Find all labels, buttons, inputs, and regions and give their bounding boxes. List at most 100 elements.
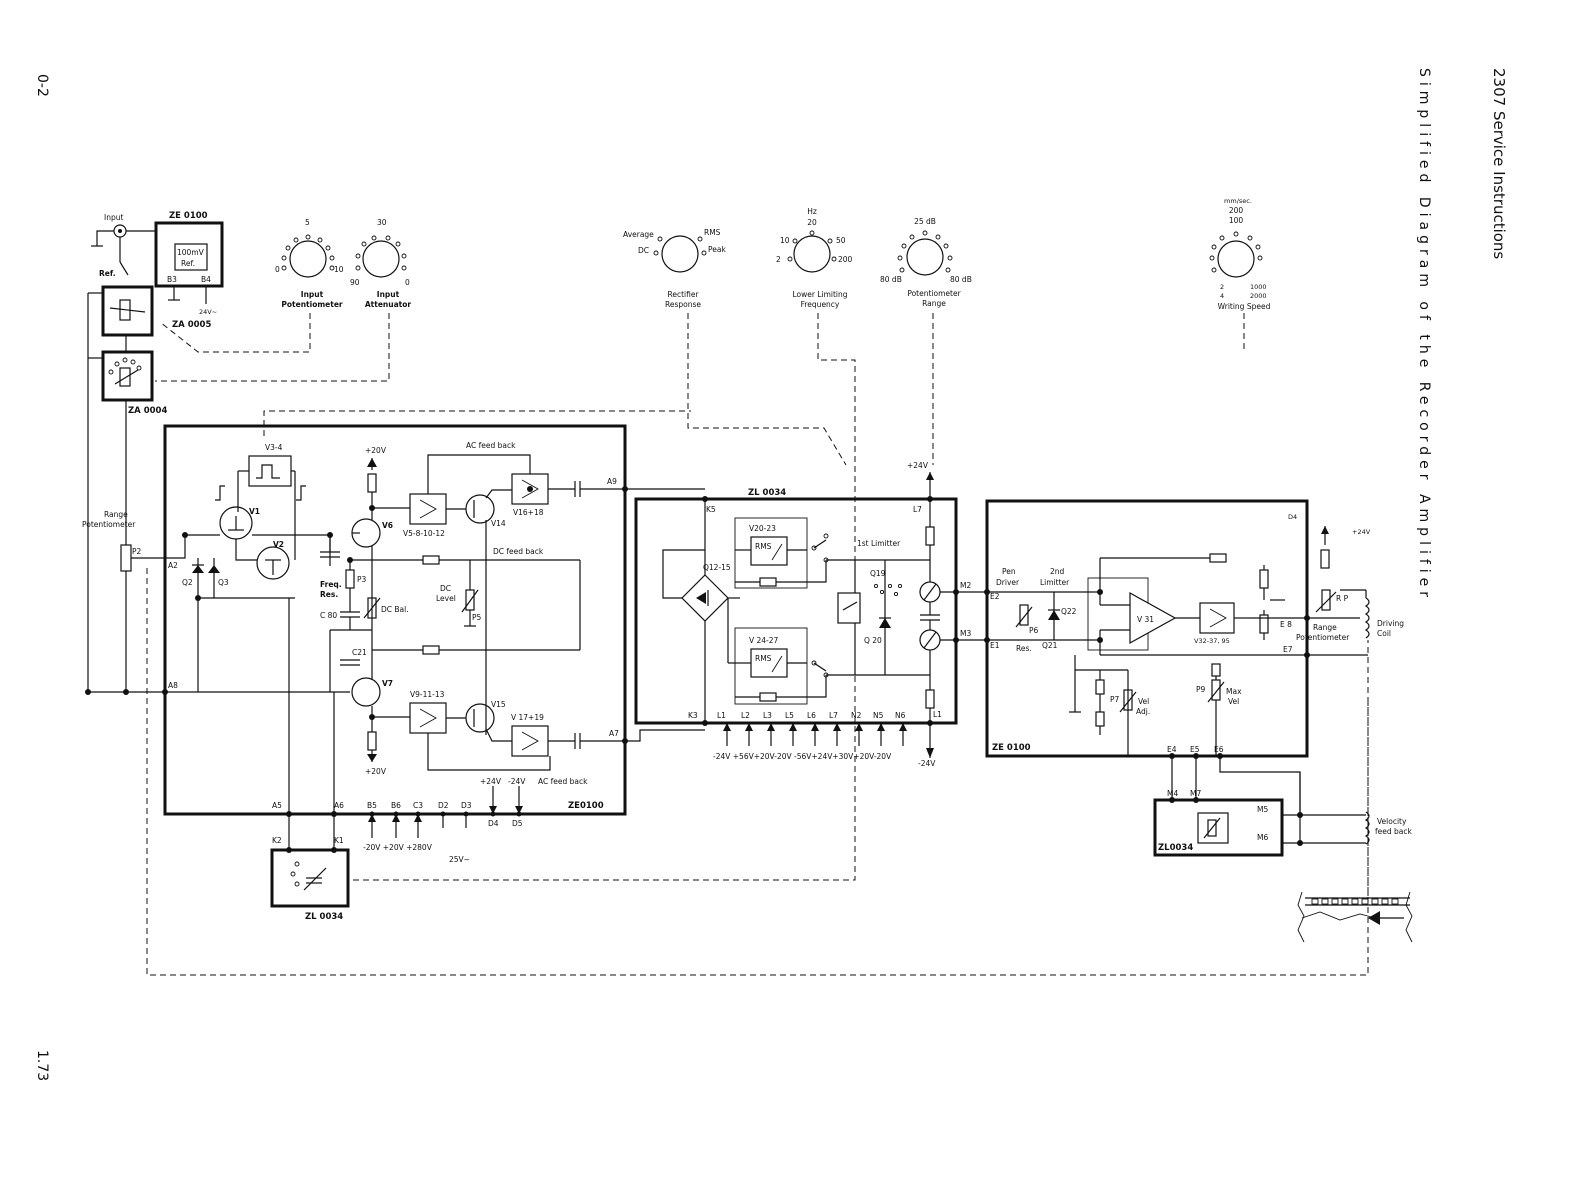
rp-label: R P: [1336, 594, 1349, 603]
q12-label: Q12-15: [703, 563, 731, 572]
freq-2: 2: [776, 255, 781, 264]
za0005-label: ZA 0005: [172, 320, 211, 330]
dc-level-label-2: Level: [436, 594, 456, 603]
zl0034-right-label: ZL0034: [1158, 843, 1193, 853]
speed-1000: 1000: [1250, 283, 1267, 291]
m4-label: M4: [1167, 789, 1178, 798]
v31-label: V 31: [1137, 615, 1154, 624]
ac25-label: 25V~: [449, 855, 470, 864]
freq-label-1: Lower Limiting: [792, 290, 847, 299]
za0004-label: ZA 0004: [128, 406, 167, 416]
p20v-top-label: +20V: [365, 446, 387, 455]
lower-limiting-frequency-dial[interactable]: Hz 20 10 50 2 200 Lower Limiting Frequen…: [776, 207, 853, 309]
p2-label: P2: [132, 547, 142, 556]
dc-feedback-label: DC feed back: [493, 547, 544, 556]
dc-level-label-1: DC: [440, 584, 451, 593]
zl-supply-voltages: -24V +56V+20V-20V -56V+24V+30V+20V-20V: [713, 752, 892, 761]
zl-pin-l5: L5: [785, 711, 794, 720]
v2-label: V2: [273, 540, 284, 549]
p7-label: P7: [1110, 695, 1120, 704]
v7-label: V7: [382, 679, 393, 688]
p6-resistance-potentiometer[interactable]: [1019, 604, 1029, 626]
mechanical-links: [146, 313, 1369, 976]
e6-label: E6: [1214, 745, 1224, 754]
e4-label: E4: [1167, 745, 1177, 754]
zl-pin-n2: N2: [851, 711, 862, 720]
pot-range-top: 25 dB: [914, 217, 936, 226]
input-pot-top: 5: [305, 218, 310, 227]
pot-range-label-2: Range: [922, 299, 946, 308]
freq-20: 20: [807, 218, 817, 227]
v20-label: V20-23: [749, 524, 776, 533]
l7-label: L7: [913, 505, 922, 514]
input-pot-right: 10: [334, 265, 344, 274]
zl0034-velocity-board: M4 M7 M5 M6 ZL0034 Velocity feed back: [1153, 772, 1412, 857]
k2-label: K2: [272, 836, 282, 845]
d4-ze-label: D4: [488, 819, 499, 828]
v2-fet: [256, 546, 290, 580]
ref-label: Ref.: [99, 269, 116, 278]
c21-label: C21: [352, 648, 367, 657]
speed-200: 200: [1229, 206, 1244, 215]
dc-bal-label: DC Bal.: [381, 605, 409, 614]
potentiometer-range-dial[interactable]: 25 dB 80 dB 80 dB Potentiometer Range: [880, 217, 972, 308]
p5-label: P5: [472, 613, 482, 622]
second-limiter-label-1: 2nd: [1050, 567, 1065, 576]
za0005-box: [101, 285, 154, 337]
max-vel-label-1: Max: [1226, 687, 1242, 696]
a9-label: A9: [607, 477, 617, 486]
input-att-right: 0: [405, 278, 410, 287]
p3-potentiometer[interactable]: [345, 569, 355, 589]
a6-label: A6: [334, 801, 344, 810]
q21-label: Q21: [1042, 641, 1058, 650]
freq-label-2: Frequency: [801, 300, 840, 309]
v31-amplifier: [1129, 591, 1177, 645]
e8-label: E 8: [1280, 620, 1292, 629]
b5-label: B5: [367, 801, 377, 810]
ac-feedback-top-label: AC feed back: [466, 441, 516, 450]
p9-max-velocity[interactable]: [1211, 679, 1221, 701]
writing-speed-dial[interactable]: mm/sec. 200 100 2 4 1000 2000 Writing Sp…: [1209, 197, 1271, 311]
rectifier-label-2: Response: [665, 300, 701, 309]
p24v-mid-label: +24V: [907, 461, 929, 470]
c80-label: C 80: [320, 611, 337, 620]
v32-label: V32-37, 95: [1194, 637, 1230, 645]
ze0100-board-label: ZE0100: [568, 801, 604, 811]
zl-pin-l1: L1: [717, 711, 726, 720]
speed-4: 4: [1220, 292, 1224, 300]
input-pot-label-2: Potentiometer: [281, 300, 343, 309]
pot-range-label-1: Potentiometer: [907, 289, 961, 298]
input-pot-left: 0: [275, 265, 280, 274]
input-att-left: 90: [350, 278, 360, 287]
velocity-feedback-label-1: Velocity: [1377, 817, 1407, 826]
rectifier-rms: RMS: [704, 228, 721, 237]
rms-converter-upper: [750, 536, 788, 566]
rectifier-response-dial[interactable]: Average RMS DC Peak Rectifier Response: [623, 228, 726, 309]
d5-ze-label: D5: [512, 819, 523, 828]
rms-top-label: RMS: [755, 542, 772, 551]
v14-label: V14: [491, 519, 506, 528]
res-label: Res.: [1016, 644, 1032, 653]
ac-feedback-bot-label: AC feed back: [538, 777, 588, 786]
rectifier-peak: Peak: [708, 245, 726, 254]
driving-coil: [1364, 597, 1370, 639]
freq-unit: Hz: [807, 207, 817, 216]
input-potentiometer-dial[interactable]: 5 0 10 Input Potentiometer: [275, 218, 344, 309]
output-range-pot-label-1: Range: [1313, 623, 1337, 632]
m2-label: M2: [960, 581, 971, 590]
zl0034-supply-pins: L1 L2 L3 L5 L6 L7 N2 N5 N6 -24V +56V+20V…: [713, 711, 913, 761]
a8-label: A8: [168, 681, 178, 690]
v3-4-label: V3-4: [265, 443, 283, 452]
freq-50: 50: [836, 236, 846, 245]
c3-label: C3: [413, 801, 423, 810]
rectifier-label-1: Rectifier: [667, 290, 699, 299]
chopper-block: [248, 455, 292, 487]
range-potentiometer[interactable]: [120, 544, 132, 572]
zl-pin-n6: N6: [895, 711, 906, 720]
input-attenuator-dial[interactable]: 30 90 0 Input Attenuator: [350, 218, 411, 309]
a2-label: A2: [168, 561, 178, 570]
output-range-potentiometer[interactable]: [1321, 589, 1331, 611]
input-att-top: 30: [377, 218, 387, 227]
m24-mid-label: -24V: [918, 759, 936, 768]
v6-label: V6: [382, 521, 393, 530]
